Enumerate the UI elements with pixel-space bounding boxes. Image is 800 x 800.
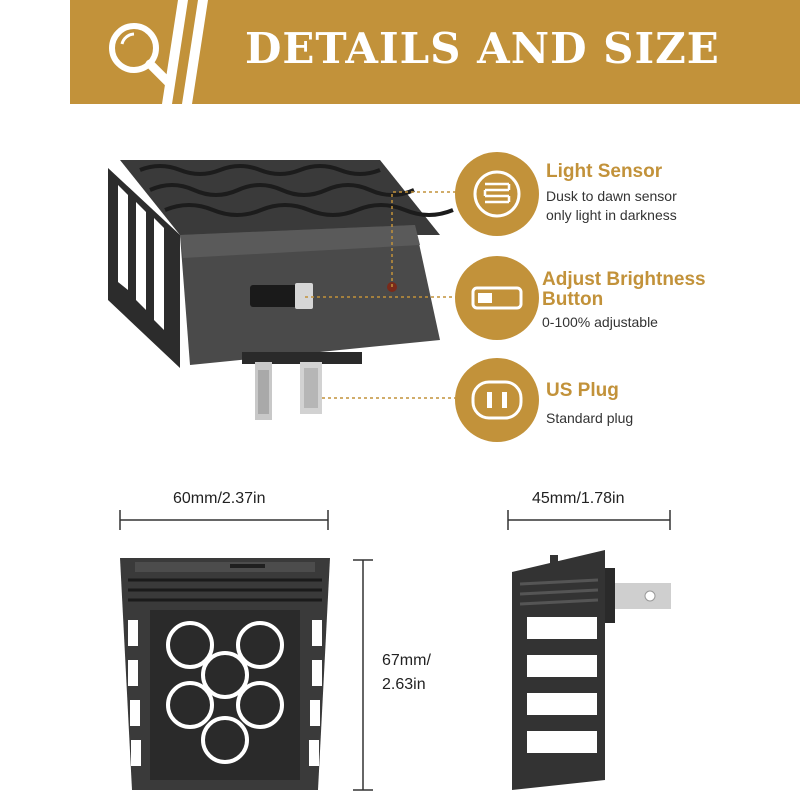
slider-switch-icon: [471, 286, 523, 310]
feature-desc-us-plug: Standard plug: [546, 410, 634, 426]
us-plug-badge: [455, 358, 539, 442]
feature-desc-brightness: 0-100% adjustable: [542, 314, 658, 330]
feature-title-us-plug: US Plug: [546, 380, 619, 401]
height-label-1: 67mm/: [382, 652, 431, 669]
feature-desc-light-sensor-1: Dusk to dawn sensor: [546, 188, 677, 204]
feature-title-light-sensor: Light Sensor: [546, 161, 663, 182]
front-width-label: 60mm/2.37in: [173, 490, 266, 507]
feature-desc-light-sensor-2: only light in darkness: [546, 207, 677, 223]
us-plug-icon: [471, 380, 523, 420]
light-sensor-badge: [455, 152, 539, 236]
page-title: DETAILS AND SIZE: [245, 24, 720, 73]
magnifier-icon: [109, 23, 173, 87]
feature-title-brightness-2: Button: [542, 289, 604, 310]
height-label-2: 2.63in: [382, 676, 426, 693]
light-sensor-icon: [473, 170, 521, 218]
feature-title-brightness-1: Adjust Brightness: [542, 269, 706, 290]
brightness-badge: [455, 256, 539, 340]
side-depth-label: 45mm/1.78in: [532, 490, 625, 507]
